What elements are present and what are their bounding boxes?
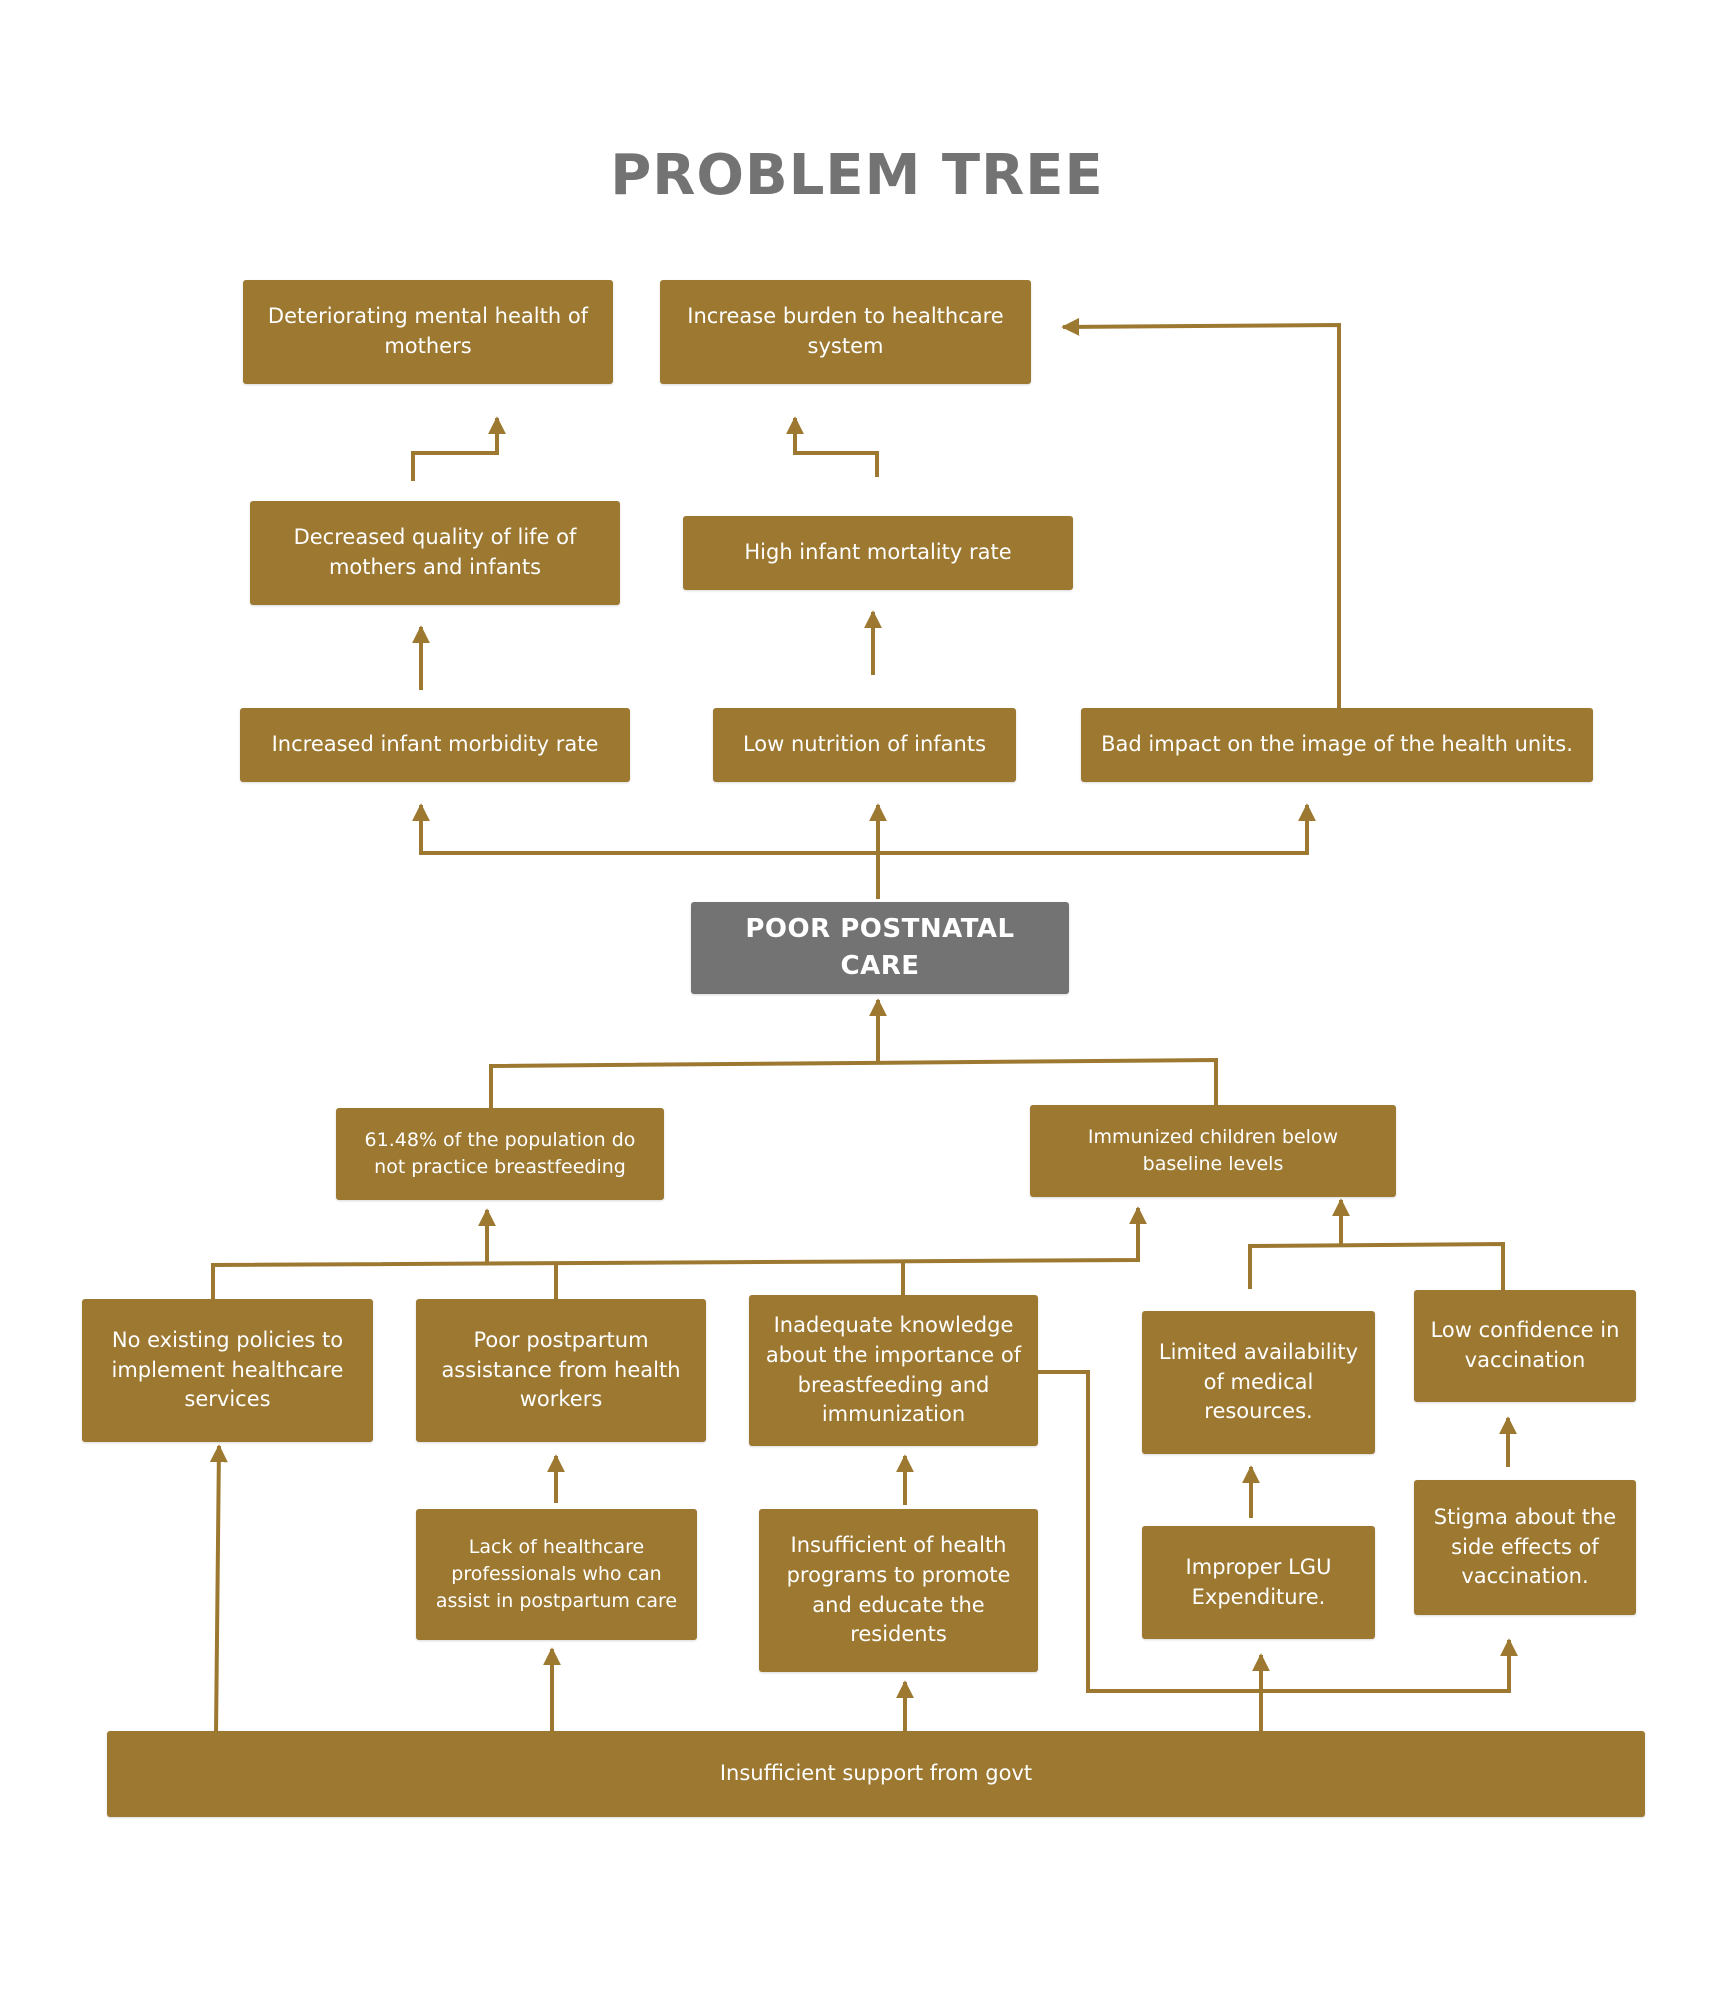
cause-medical-resources: Limited availability of medical resource…: [1142, 1311, 1375, 1454]
cause-immunized: Immunized children below baseline levels: [1030, 1105, 1396, 1197]
connector-image-to-burden: [1061, 317, 1341, 708]
cause-lgu: Improper LGU Expenditure.: [1142, 1526, 1375, 1639]
effect-mental-health: Deteriorating mental health of mothers: [243, 280, 613, 384]
core-problem: POOR POSTNATAL CARE: [691, 902, 1069, 994]
connector-subcauses-bar: [211, 1206, 1147, 1299]
effect-morbidity: Increased infant morbidity rate: [240, 708, 630, 782]
effect-mortality: High infant mortality rate: [683, 516, 1073, 590]
cause-breastfeeding: 61.48% of the population do not practice…: [336, 1108, 664, 1200]
cause-confidence: Low confidence in vaccination: [1414, 1290, 1636, 1402]
connector-to-healthcare-burden: [786, 416, 879, 477]
effect-healthcare-burden: Increase burden to healthcare system: [660, 280, 1031, 384]
effect-image: Bad impact on the image of the health un…: [1081, 708, 1593, 782]
cause-knowledge: Inadequate knowledge about the importanc…: [749, 1295, 1038, 1446]
connector-core-to-morbidity: [412, 803, 878, 855]
effect-nutrition: Low nutrition of infants: [713, 708, 1016, 782]
cause-stigma: Stigma about the side effects of vaccina…: [1414, 1480, 1636, 1615]
page-title: PROBLEM TREE: [610, 143, 1104, 208]
cause-govt-support: Insufficient support from govt: [107, 1731, 1645, 1817]
connector-govt-to-policies: [209, 1444, 228, 1735]
connector-causes-to-core: [489, 1057, 1218, 1108]
connector-core-to-image: [878, 803, 1316, 855]
connector-knowledge-route: [1038, 1370, 1518, 1693]
connector-vaccine-causes: [1248, 1241, 1505, 1290]
cause-professionals: Lack of healthcare professionals who can…: [416, 1509, 697, 1640]
cause-postpartum-assistance: Poor postpartum assistance from health w…: [416, 1299, 706, 1442]
effect-quality-of-life: Decreased quality of life of mothers and…: [250, 501, 620, 605]
cause-health-programs: Insufficient of health programs to promo…: [759, 1509, 1038, 1672]
cause-policies: No existing policies to implement health…: [82, 1299, 373, 1442]
connector-to-mental-health: [411, 416, 506, 481]
